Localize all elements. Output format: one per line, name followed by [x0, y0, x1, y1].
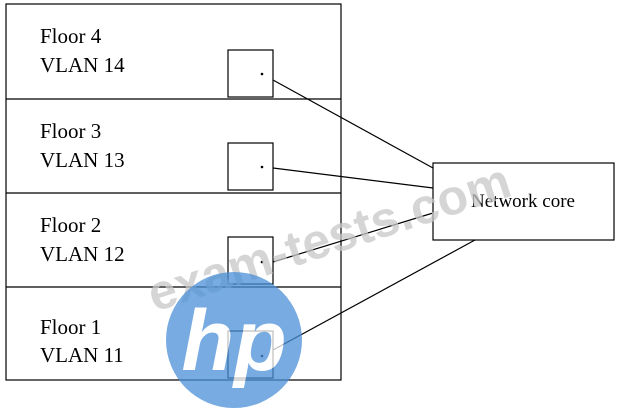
- floor-4: Floor 4 VLAN 14: [40, 24, 274, 98]
- vlan-label: VLAN 14: [40, 53, 125, 77]
- vlan-label: VLAN 13: [40, 148, 125, 172]
- hp-logo-circle: [166, 272, 302, 408]
- switch-port-dot: [260, 72, 264, 76]
- hp-logo-text: hp: [181, 293, 286, 389]
- network-core-label: Network core: [471, 191, 575, 212]
- floor-switch: [227, 49, 274, 98]
- building-outline: [5, 3, 342, 381]
- network-core: Network core: [432, 162, 615, 241]
- link-floor-4: [272, 79, 434, 169]
- floor-switch: [227, 142, 274, 191]
- vlan-label: VLAN 11: [40, 343, 124, 367]
- network-core-box: [432, 162, 615, 241]
- link-floor-2: [272, 212, 434, 263]
- floor-label: Floor 2: [40, 213, 101, 237]
- link-floor-3: [272, 167, 434, 189]
- floor-label: Floor 1: [40, 315, 101, 339]
- floor-label: Floor 3: [40, 119, 101, 143]
- floor-3: Floor 3 VLAN 13: [40, 119, 274, 191]
- connections: [272, 79, 476, 351]
- link-floor-1: [272, 239, 476, 351]
- switch-port-dot: [260, 165, 264, 169]
- floor-label: Floor 4: [40, 24, 102, 48]
- vlan-label: VLAN 12: [40, 242, 125, 266]
- building: [5, 3, 342, 381]
- hp-logo: hp: [166, 272, 302, 408]
- switch-port-dot: [260, 260, 264, 264]
